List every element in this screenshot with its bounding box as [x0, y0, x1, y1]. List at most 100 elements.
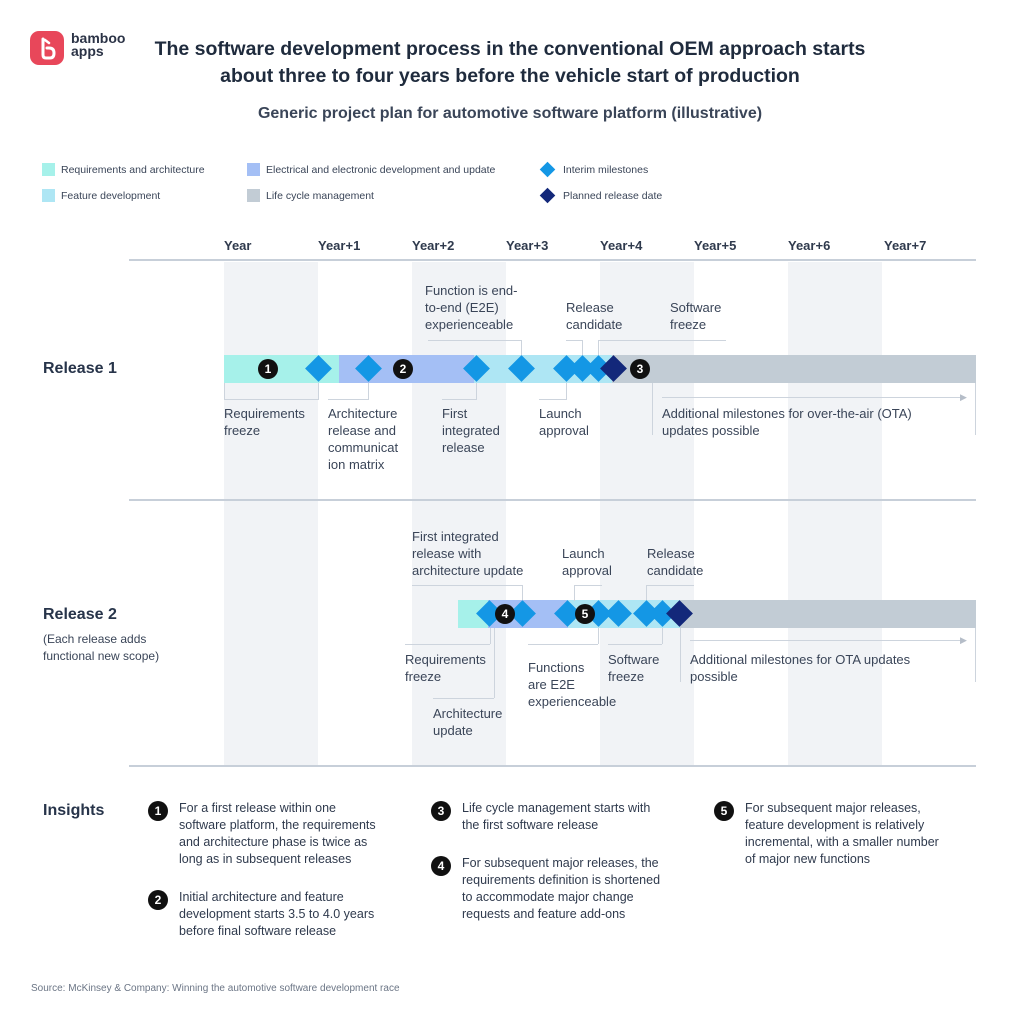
r1-note-architecture: Architecture release and communicat ion … [328, 406, 399, 472]
year-header: Year+2 [412, 238, 455, 253]
leader-line [494, 628, 495, 698]
leader-line [975, 383, 976, 435]
insight-text-2: Initial architecture and feature develop… [179, 890, 375, 938]
arrow-head-icon: ▶ [960, 392, 967, 402]
legend-label-ee: Electrical and electronic development an… [266, 164, 496, 176]
page-title: The software development process in the … [154, 38, 866, 87]
leader-line [598, 340, 599, 356]
legend-interim-diamond-icon [539, 161, 556, 178]
insight-text-3: Life cycle management starts with the fi… [462, 801, 651, 832]
insight-text-1: For a first release within one software … [179, 801, 376, 866]
leader-line [646, 585, 647, 601]
insights-heading: Insights [43, 802, 105, 819]
insight-marker-3: 3 [630, 359, 650, 379]
divider [129, 765, 976, 767]
leader-line [522, 585, 523, 601]
r2-note-release-candidate: Release candidate [647, 546, 704, 578]
insight-number-5: 5 [714, 801, 734, 821]
leader-line [490, 628, 491, 644]
insight-text-5: For subsequent major releases, feature d… [745, 801, 939, 866]
year-header: Year [224, 238, 252, 253]
r2-note-ota: Additional milestones for OTA updates po… [690, 652, 911, 684]
year-header: Year+4 [600, 238, 643, 253]
insight-number-4: 4 [431, 856, 451, 876]
leader-line [521, 340, 522, 356]
leader-line [652, 383, 653, 435]
legend-label-lcm: Life cycle management [266, 190, 374, 202]
leader-line [433, 698, 494, 699]
r1-note-ota: Additional milestones for over-the-air (… [662, 406, 912, 438]
insight-text-4: For subsequent major releases, the requi… [462, 856, 661, 921]
leader-line [598, 628, 599, 644]
brand-name: bamboo apps [71, 30, 126, 59]
r1-note-launch-approval: Launch approval [539, 406, 589, 438]
r2-note-first-integrated: First integrated release with architectu… [412, 529, 524, 578]
source-note: Source: McKinsey & Company: Winning the … [31, 983, 400, 994]
insight-marker-4: 4 [495, 604, 515, 624]
insight-marker-2: 2 [393, 359, 413, 379]
release-2-label: Release 2 [43, 606, 117, 623]
r2-note-requirements-freeze: Requirements freeze [405, 652, 486, 684]
legend-swatch-ee [247, 163, 260, 176]
leader-line [405, 644, 490, 645]
r2-note-architecture-update: Architecture update [433, 706, 503, 738]
leader-line [412, 585, 522, 586]
legend-label-planned: Planned release date [563, 190, 663, 202]
legend-planned-diamond-icon [539, 187, 556, 204]
r2-note-e2e: Functions are E2E experienceable [528, 660, 617, 709]
leader-line [574, 585, 575, 601]
year-column-shade [224, 262, 318, 767]
insight-number-1: 1 [148, 801, 168, 821]
leader-line [582, 340, 583, 356]
insight-number-3: 3 [431, 801, 451, 821]
r1-note-e2e: Function is end- to-end (E2E) experience… [425, 283, 518, 332]
leader-line [566, 383, 567, 400]
divider [129, 499, 976, 501]
r1-note-first-integrated: First integrated release [442, 406, 500, 455]
release-2-note: (Each release adds functional new scope) [43, 632, 160, 663]
leader-line [224, 399, 318, 400]
leader-line [428, 340, 521, 341]
leader-line [528, 644, 598, 645]
legend-swatch-feature [42, 189, 55, 202]
leader-line [566, 340, 582, 341]
legend-swatch-lcm [247, 189, 260, 202]
leader-line [598, 340, 726, 341]
leader-line [328, 399, 368, 400]
leader-line [442, 399, 476, 400]
insight-marker-1: 1 [258, 359, 278, 379]
divider [129, 259, 976, 261]
leader-line [368, 383, 369, 400]
year-header: Year+1 [318, 238, 361, 253]
insight-marker-5: 5 [575, 604, 595, 624]
leader-line [539, 399, 566, 400]
leader-line [574, 585, 602, 586]
insight-number-2: 2 [148, 890, 168, 910]
year-column-shade [412, 262, 506, 767]
year-header: Year+7 [884, 238, 927, 253]
brand-logo-icon [41, 37, 56, 60]
leader-line [318, 383, 319, 400]
leader-line [476, 383, 477, 400]
page-subtitle: Generic project plan for automotive soft… [257, 105, 763, 122]
year-header: Year+6 [788, 238, 831, 253]
arrow-head-icon: ▶ [960, 635, 967, 645]
year-header: Year+5 [694, 238, 737, 253]
leader-line [608, 644, 662, 645]
release-1-label: Release 1 [43, 360, 117, 377]
ota-range-arrow [690, 640, 965, 641]
legend-label-interim: Interim milestones [563, 164, 649, 176]
release-1-lcm-bar [612, 355, 976, 383]
leader-line [224, 383, 225, 400]
year-column-shade [788, 262, 882, 767]
legend-label-requirements: Requirements and architecture [61, 164, 205, 176]
r1-note-software-freeze: Software freeze [670, 300, 722, 332]
r1-note-release-candidate: Release candidate [566, 300, 623, 332]
year-header: Year+3 [506, 238, 549, 253]
leader-line [662, 628, 663, 644]
legend-label-feature: Feature development [61, 190, 161, 202]
r2-note-software-freeze: Software freeze [608, 652, 660, 684]
brand-logo [30, 31, 64, 65]
ota-range-arrow [662, 397, 965, 398]
year-column-shade [600, 262, 694, 767]
